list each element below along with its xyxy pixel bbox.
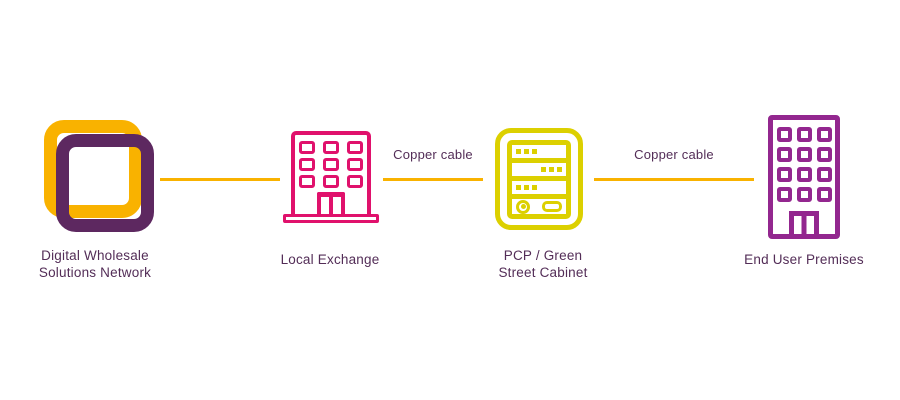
window: [796, 187, 812, 202]
cabinet-slot-2: [512, 163, 566, 176]
cabinet-slot-1: [512, 145, 566, 158]
vent-dot: [541, 167, 546, 172]
door-divider: [801, 216, 807, 234]
window: [323, 175, 339, 188]
premises-door-icon: [789, 211, 819, 234]
end-user-premises-label: End User Premises: [724, 251, 884, 268]
window: [816, 167, 832, 182]
cable-line-exchange-to-cabinet: [383, 178, 483, 181]
handle-slot-icon: [542, 201, 562, 212]
cabinet-panel: [507, 140, 571, 219]
window: [796, 147, 812, 162]
window: [299, 141, 315, 154]
end-user-premises-building-icon: [768, 115, 840, 239]
pcp-cabinet-label-line2: Street Cabinet: [498, 265, 588, 280]
window: [323, 158, 339, 171]
slot-divider: [512, 194, 566, 199]
dwsn-logo-purple-square-icon: [56, 134, 154, 232]
window: [776, 147, 792, 162]
vent-dot: [532, 149, 537, 154]
window: [299, 175, 315, 188]
window: [347, 158, 363, 171]
window: [776, 187, 792, 202]
lock-dot: [520, 204, 526, 209]
end-user-premises-label-line1: End User Premises: [744, 252, 864, 267]
window: [323, 141, 339, 154]
window: [816, 127, 832, 142]
cable-line-network-to-exchange: [160, 178, 280, 181]
window: [347, 141, 363, 154]
window: [299, 158, 315, 171]
window: [796, 127, 812, 142]
window: [347, 175, 363, 188]
dwsn-label: Digital Wholesale Solutions Network: [15, 247, 175, 281]
vent-dot: [524, 149, 529, 154]
vent-dot: [549, 167, 554, 172]
local-exchange-label-line1: Local Exchange: [280, 252, 380, 267]
door-divider: [329, 196, 333, 217]
cable-line-cabinet-to-premises: [594, 178, 754, 181]
local-exchange-label: Local Exchange: [250, 251, 410, 268]
vent-dot: [516, 185, 521, 190]
street-cabinet-icon: [495, 128, 583, 230]
slot-divider: [512, 176, 566, 181]
copper-cable-label-1: Copper cable: [393, 147, 473, 162]
cabinet-bottom-row: [512, 199, 566, 214]
dwsn-label-line2: Solutions Network: [38, 265, 152, 280]
copper-cable-label-2: Copper cable: [634, 147, 714, 162]
dwsn-label-line1: Digital Wholesale: [41, 248, 149, 263]
premises-window-grid: [773, 120, 835, 202]
vent-dot: [524, 185, 529, 190]
window: [816, 147, 832, 162]
pcp-cabinet-label-line1: PCP / Green: [503, 248, 583, 263]
exchange-door-icon: [317, 192, 345, 217]
vent-dot: [557, 167, 562, 172]
pcp-cabinet-label: PCP / Green Street Cabinet: [463, 247, 623, 281]
cabinet-slot-3: [512, 181, 566, 194]
local-exchange-building-icon: [291, 131, 371, 221]
lock-knob-icon: [516, 199, 530, 214]
exchange-base-plinth: [283, 214, 379, 223]
vent-dot: [516, 149, 521, 154]
exchange-window-grid: [295, 135, 367, 188]
window: [796, 167, 812, 182]
vent-dot: [532, 185, 537, 190]
slot-divider: [512, 158, 566, 163]
window: [776, 127, 792, 142]
window: [816, 187, 832, 202]
window: [776, 167, 792, 182]
